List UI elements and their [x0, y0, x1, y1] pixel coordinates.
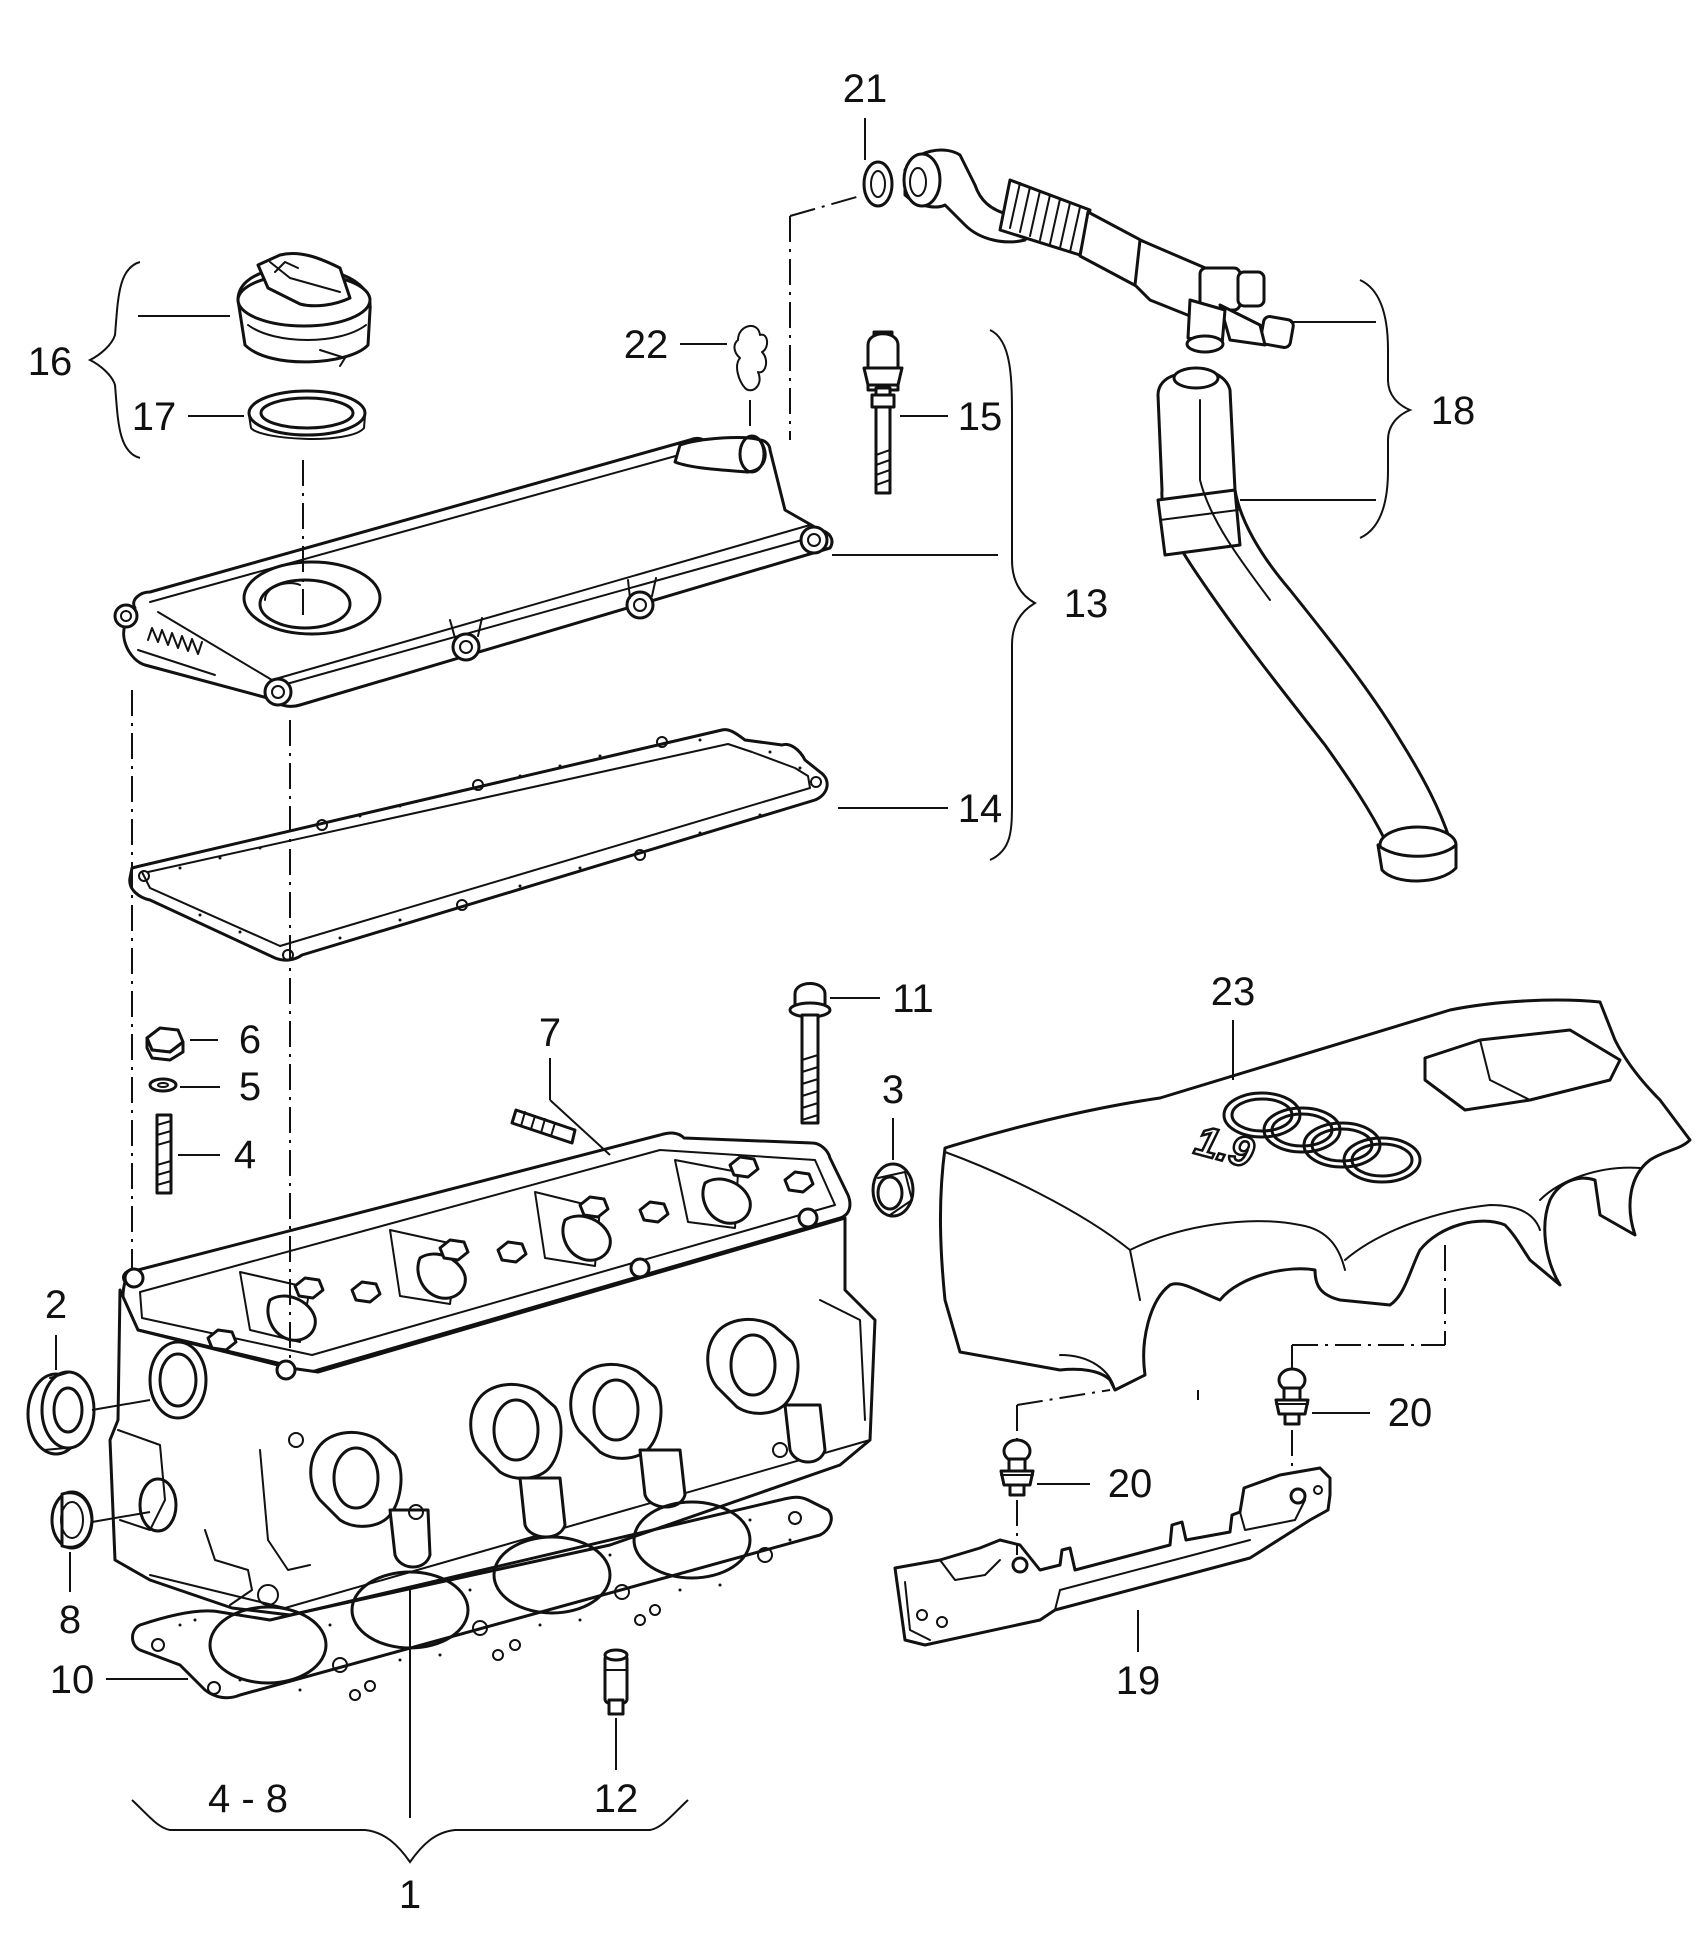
callout-21: 21 [843, 67, 888, 111]
part-14-cover-gasket [128, 728, 829, 962]
part-15-cover-bolt [862, 330, 904, 495]
part-2-oil-seal [26, 1370, 96, 1456]
part-16-filler-cap [236, 251, 372, 367]
callout-22: 22 [624, 323, 669, 367]
part-23-engine-cover: 1.9 [938, 998, 1692, 1392]
part-18-breather-hose [902, 148, 1458, 883]
callout-13: 13 [1064, 582, 1109, 626]
part-4-stud [155, 1113, 173, 1195]
callout-18: 18 [1431, 389, 1476, 433]
callout-8: 8 [59, 1598, 81, 1642]
callout-14: 14 [958, 787, 1003, 831]
callout-23: 23 [1211, 970, 1256, 1014]
leader-lines [55, 118, 1413, 1864]
part-11-head-bolt [788, 982, 832, 1125]
callout-7: 7 [539, 1011, 561, 1055]
part-13-cylinder-head-cover [113, 434, 834, 708]
callout-11: 11 [892, 977, 934, 1021]
callout-12: 12 [594, 1777, 639, 1821]
callout-1: 1 [399, 1873, 421, 1917]
callout-17: 17 [132, 395, 177, 439]
callout-range-4-8: 4 - 8 [208, 1777, 288, 1821]
callout-10: 10 [50, 1658, 95, 1702]
callout-19: 19 [1116, 1659, 1161, 1703]
part-17-seal-ring [247, 389, 367, 440]
callout-16: 16 [28, 340, 73, 384]
part-10-head-gasket [131, 1495, 833, 1701]
part-22-gasket [733, 325, 768, 392]
part-6-nut [145, 1026, 185, 1062]
callout-4: 4 [234, 1133, 256, 1177]
callout-5: 5 [239, 1065, 261, 1109]
callout-labels: 21 22 16 17 15 13 18 14 11 23 7 6 5 3 4 … [28, 67, 1476, 1917]
part-8-plug [50, 1490, 94, 1550]
part-12-dowel [603, 1648, 629, 1716]
callout-15: 15 [958, 395, 1003, 439]
callout-20-upper: 20 [1388, 1391, 1433, 1435]
alignment-lines [131, 195, 1446, 1555]
part-20-ball-stud-lower [999, 1438, 1035, 1497]
part-1-cylinder-head [108, 1131, 877, 1617]
callout-6: 6 [239, 1018, 261, 1062]
callout-2: 2 [45, 1283, 67, 1327]
part-19-bracket [893, 1466, 1332, 1647]
callout-3: 3 [882, 1068, 904, 1112]
part-20-ball-stud-upper [1274, 1367, 1310, 1426]
part-21-o-ring [862, 160, 894, 208]
callout-20-lower: 20 [1108, 1462, 1153, 1506]
part-3-seal [871, 1162, 915, 1218]
part-7-stud [510, 1108, 577, 1145]
part-5-washer [148, 1077, 178, 1093]
